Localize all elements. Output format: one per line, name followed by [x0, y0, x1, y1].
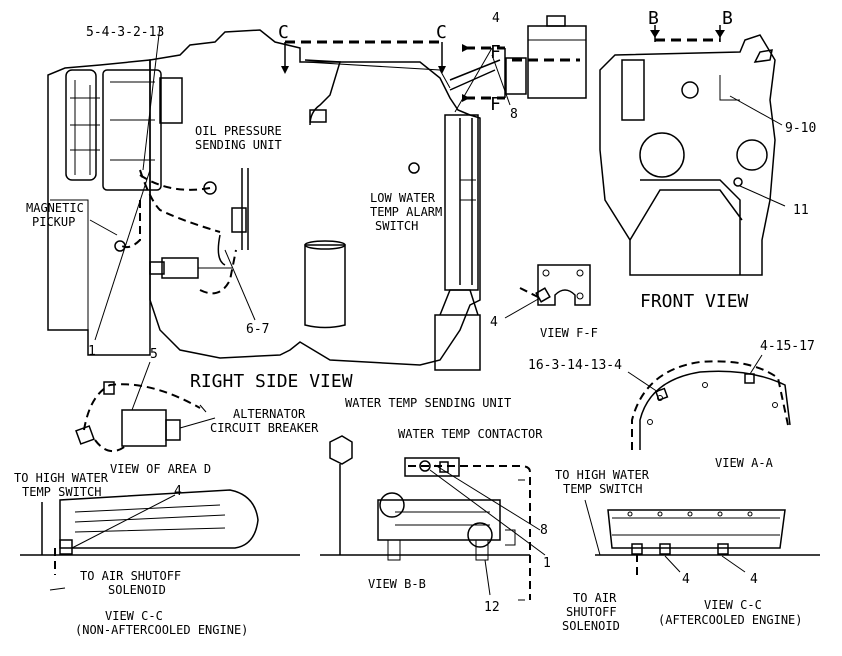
callout-11: 11 — [793, 203, 809, 218]
to-high-water-right-line2: TEMP SWITCH — [563, 482, 642, 496]
view-b-b-title: VIEW B-B — [368, 577, 426, 591]
water-temp-contactor-label: WATER TEMP CONTACTOR — [398, 427, 543, 441]
to-high-water-right-line1: TO HIGH WATER — [555, 468, 650, 482]
to-air-shutoff-left-line1: TO AIR SHUTOFF — [80, 569, 181, 583]
oil-pressure-label-line2: SENDING UNIT — [195, 138, 282, 152]
callout-8-top: 8 — [510, 107, 518, 122]
callout-4-c-c-right-b: 4 — [750, 572, 758, 587]
view-b-b-drawing — [320, 435, 546, 601]
callout-4-c-c-right-a: 4 — [682, 572, 690, 587]
view-c-c-right-drawing — [584, 499, 820, 575]
alternator-label-line1: ALTERNATOR — [233, 407, 306, 421]
front-view-drawing — [599, 25, 786, 276]
to-air-shutoff-left-line2: SOLENOID — [108, 583, 166, 597]
callout-8-b-b: 8 — [540, 523, 548, 538]
to-air-right-line1: TO AIR — [573, 591, 617, 605]
callout-4-top: 4 — [492, 11, 500, 26]
oil-pressure-label-line1: OIL PRESSURE — [195, 124, 282, 138]
to-air-right-line2: SHUTOFF — [566, 605, 617, 619]
right-side-engine-drawing — [47, 25, 511, 371]
callout-4-15-17: 4-15-17 — [760, 339, 815, 354]
section-letter-f-bottom: F — [490, 94, 501, 115]
view-f-f-drawing — [504, 264, 591, 319]
view-c-c-right-title: VIEW C-C — [704, 598, 762, 612]
connector-assembly-top — [449, 15, 587, 102]
section-letter-b-right: B — [722, 8, 733, 29]
callout-1-right-side: 1 — [88, 344, 96, 359]
section-line-c — [281, 40, 446, 74]
to-high-water-left-line1: TO HIGH WATER — [14, 471, 109, 485]
view-area-d-drawing — [75, 361, 216, 452]
callout-1-b-b: 1 — [543, 556, 551, 571]
labels-layer: RIGHT SIDE VIEW FRONT VIEW VIEW F-F VIEW… — [14, 8, 803, 637]
callout-9-10: 9-10 — [785, 121, 816, 136]
section-letter-c-left: C — [278, 22, 289, 43]
callouts-layer: 5-4-3-2-13 4 8 6-7 1 5 9-10 11 4 16-3-14… — [86, 11, 816, 615]
view-c-c-left-title: VIEW C-C — [105, 609, 163, 623]
view-area-d-title: VIEW OF AREA D — [110, 462, 211, 476]
right-side-view-title: RIGHT SIDE VIEW — [190, 371, 353, 392]
to-air-right-line3: SOLENOID — [562, 619, 620, 633]
section-letter-c-right: C — [436, 22, 447, 43]
alternator-label-line2: CIRCUIT BREAKER — [210, 421, 319, 435]
low-water-label-line3: SWITCH — [375, 219, 418, 233]
magnetic-pickup-label-line1: MAGNETIC — [26, 201, 84, 215]
water-temp-sending-label: WATER TEMP SENDING UNIT — [345, 396, 511, 410]
callout-5-area-d: 5 — [150, 347, 158, 362]
callout-16-3-14-13-4: 16-3-14-13-4 — [528, 358, 622, 373]
view-c-c-right-subtitle: (AFTERCOOLED ENGINE) — [658, 613, 803, 627]
view-f-f-title: VIEW F-F — [540, 326, 598, 340]
to-high-water-left-line2: TEMP SWITCH — [22, 485, 101, 499]
section-letter-f-top: F — [490, 42, 501, 63]
callout-6-7: 6-7 — [246, 322, 269, 337]
magnetic-pickup-label-line2: PICKUP — [32, 215, 75, 229]
callout-4-view-f-f: 4 — [490, 315, 498, 330]
low-water-label-line1: LOW WATER — [370, 191, 436, 205]
callout-12-b-b: 12 — [484, 600, 500, 615]
view-c-c-left-drawing — [20, 489, 300, 591]
view-a-a-drawing — [627, 354, 791, 450]
callout-5-4-3-2-13: 5-4-3-2-13 — [86, 25, 164, 40]
view-a-a-title: VIEW A-A — [715, 456, 774, 470]
callout-4-c-c-left: 4 — [174, 484, 182, 499]
front-view-title: FRONT VIEW — [640, 291, 749, 312]
view-c-c-left-subtitle: (NON-AFTERCOOLED ENGINE) — [75, 623, 248, 637]
section-letter-b-left: B — [648, 8, 659, 29]
low-water-label-line2: TEMP ALARM — [370, 205, 442, 219]
